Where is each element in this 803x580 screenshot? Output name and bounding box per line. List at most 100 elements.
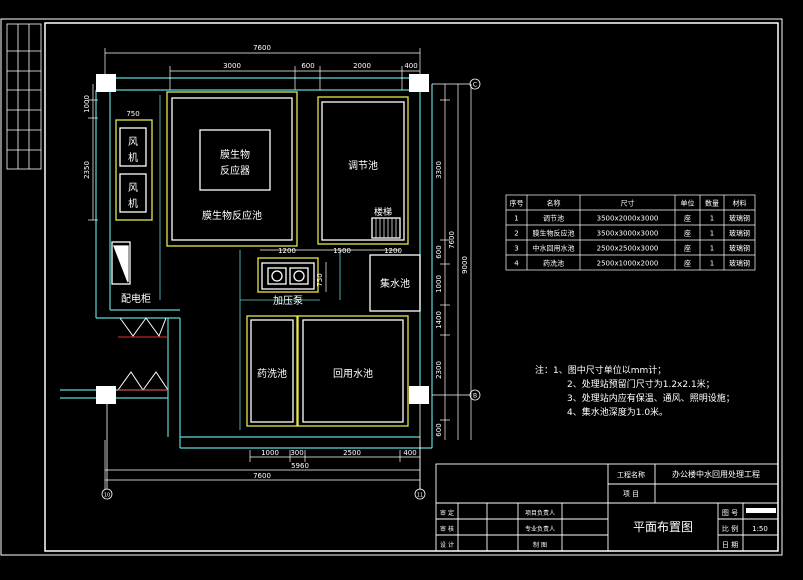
- table-cell: 玻璃钢: [729, 229, 750, 238]
- table-cell: 中水回用水池: [533, 244, 575, 253]
- adjust-pool-label: 调节池: [348, 159, 378, 172]
- table-cell: 膜生物反应池: [533, 229, 575, 238]
- table-cell: 1: [710, 260, 714, 268]
- table-cell: 玻璃钢: [729, 244, 750, 253]
- binding-strip: [6, 23, 42, 170]
- axis-label-11: 11: [417, 493, 423, 499]
- note-3: 3、处理站内应有保温、通风、照明设施；: [567, 392, 735, 404]
- equipment-table-text: 序号 名称 尺寸 单位 数量 材料 1 调节池 3500x2000x3000 座 1 玻璃钢 2 膜生物反…: [510, 199, 751, 268]
- table-cell: 3: [514, 245, 518, 253]
- table-cell: 2: [514, 230, 518, 238]
- dim-bottom-total: 7600: [253, 472, 271, 480]
- pipes: [159, 95, 341, 430]
- dim-bottom-4: 400: [403, 449, 416, 457]
- table-cell: 4: [514, 260, 519, 268]
- table-cell: 2500x2500x3000: [597, 245, 659, 253]
- fan-1-label-b: 机: [128, 151, 138, 164]
- scale-value: 1:50: [752, 525, 768, 533]
- dimension-text: 7600 3000 600 2000 400 1000 750 2350 330…: [83, 44, 477, 499]
- drafting-label: 制 图: [533, 541, 547, 549]
- tanks: [111, 91, 421, 427]
- bioreactor-label-1: 膜生物: [220, 148, 250, 161]
- table-cell: 药洗池: [543, 259, 564, 268]
- table-cell: 座: [684, 259, 691, 268]
- table-cell: 1: [514, 215, 518, 223]
- project-name-label: 工程名称: [617, 470, 645, 479]
- cabinet-label: 配电柜: [121, 292, 151, 305]
- dim-bottom-1: 1000: [261, 449, 279, 457]
- title-block-text: 工程名称 办公楼中水回用处理工程 项 目 平面布置图 图 号 比 例 1:50 …: [440, 469, 768, 549]
- collect-pool-label: 集水池: [380, 277, 410, 290]
- dim-top-total: 7600: [253, 44, 271, 52]
- fan-2-label-a: 风: [128, 182, 138, 194]
- dim-bottom-sub: 5960: [291, 462, 309, 470]
- table-cell: 3500x3000x3000: [597, 230, 659, 238]
- dim-right-1: 3300: [435, 161, 443, 179]
- axis-label-b: B: [473, 393, 477, 400]
- notes: 注：1、图中尺寸单位以mm计； 2、处理站预留门尺寸为1.2x2.1米； 3、处…: [535, 364, 735, 418]
- dim-left-1: 1000: [83, 95, 91, 113]
- sheet-no-bar: [746, 508, 776, 513]
- columns: [96, 74, 429, 404]
- drawing-title: 平面布置图: [633, 520, 693, 534]
- dim-mid-c: 1200: [384, 247, 402, 255]
- pump-label: 加压泵: [273, 295, 303, 307]
- equipment-table: [505, 194, 756, 271]
- table-cell: 3500x2000x3000: [597, 215, 659, 223]
- dim-bottom-3: 2500: [343, 449, 361, 457]
- table-cell: 玻璃钢: [729, 214, 750, 223]
- dim-top-4: 400: [404, 62, 417, 70]
- dim-right-4: 1400: [435, 311, 443, 329]
- dim-mid-a: 1200: [278, 247, 296, 255]
- date-label: 日 期: [722, 541, 738, 549]
- table-header-cell: 数量: [705, 199, 719, 208]
- table-cell: 调节池: [543, 214, 564, 223]
- table-header-cell: 材料: [733, 199, 747, 208]
- dim-top-1: 3000: [223, 62, 241, 70]
- table-cell: 1: [710, 215, 714, 223]
- note-1: 注：1、图中尺寸单位以mm计；: [535, 364, 666, 376]
- table-cell: 2500x1000x2000: [597, 260, 659, 268]
- dim-right-total-1: 7600: [448, 231, 456, 249]
- table-header-cell: 单位: [681, 199, 695, 208]
- doors: [117, 317, 169, 391]
- dim-right-total-2: 9000: [461, 256, 469, 274]
- dim-bottom-2: 300: [290, 449, 303, 457]
- axis-label-c: C: [473, 82, 477, 89]
- approve-label: 审 定: [440, 509, 454, 517]
- fan-2-label-b: 机: [128, 197, 138, 210]
- dim-top-2: 600: [301, 62, 314, 70]
- table-header-cell: 名称: [547, 199, 561, 208]
- discipline-lead-label: 专业负责人: [525, 525, 555, 533]
- item-label: 项 目: [623, 490, 639, 498]
- table-header-cell: 序号: [510, 199, 524, 208]
- scale-label: 比 例: [722, 524, 738, 533]
- table-cell: 1: [710, 230, 714, 238]
- outer-frame: [0, 18, 783, 556]
- dim-left-3: 2350: [83, 161, 91, 179]
- dim-right-2: 600: [435, 245, 443, 258]
- dim-mid-b: 1500: [333, 247, 351, 255]
- table-cell: 1: [710, 245, 714, 253]
- dim-right-5: 2300: [435, 361, 443, 379]
- axis-markers: [101, 78, 481, 500]
- dim-right-6: 600: [435, 423, 443, 436]
- note-4: 4、集水池深度为1.0米。: [567, 406, 668, 418]
- dim-top-3: 2000: [353, 62, 371, 70]
- room-labels: 风 机 风 机 膜生物 反应器 膜生物反应池 调节池 楼梯 加压泵 集水池 配电…: [121, 136, 410, 380]
- dim-left-2: 750: [126, 110, 139, 118]
- project-lead-label: 项目负责人: [525, 509, 555, 517]
- dim-right-3: 1000: [435, 275, 443, 293]
- note-2: 2、处理站预留门尺寸为1.2x2.1米；: [567, 378, 715, 390]
- fan-1-label-a: 风: [128, 136, 138, 148]
- project-name-value: 办公楼中水回用处理工程: [672, 469, 760, 479]
- table-cell: 座: [684, 214, 691, 223]
- table-cell: 座: [684, 244, 691, 253]
- table-header-cell: 尺寸: [621, 199, 635, 208]
- stairs-label: 楼梯: [374, 206, 392, 218]
- table-cell: 座: [684, 229, 691, 238]
- dosing-pool-label: 药洗池: [257, 367, 287, 380]
- dim-pump-side: 750: [316, 273, 324, 286]
